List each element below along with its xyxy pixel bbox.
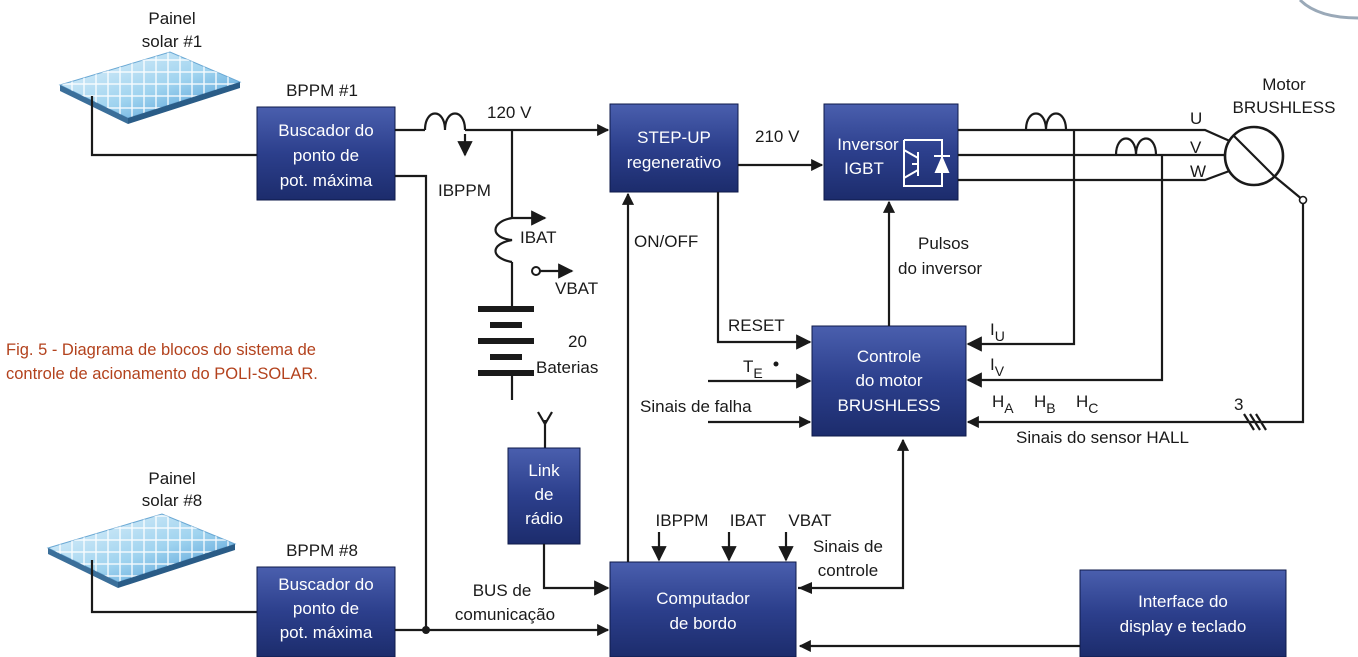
ibat-label: IBAT — [520, 228, 557, 247]
bppm-8-title: BPPM #8 — [286, 541, 358, 560]
bppm-8-line2: ponto de — [293, 599, 359, 618]
panel-8-label-line2: solar #8 — [142, 491, 202, 510]
voltage-120v: 120 V — [487, 103, 532, 122]
comp-vbat-label: VBAT — [788, 511, 831, 530]
bppm-1-title: BPPM #1 — [286, 81, 358, 100]
controle-line2: do motor — [855, 371, 922, 390]
igbt-icon — [903, 139, 950, 187]
motor-label-line2: BRUSHLESS — [1233, 98, 1336, 117]
iv-feedback-wire — [966, 155, 1164, 388]
bppm-1-bus-wire — [395, 174, 428, 630]
pulsos-line2: do inversor — [898, 259, 982, 278]
vbat-terminal — [531, 266, 541, 276]
iv-sensor-coil — [1114, 137, 1158, 156]
radio-line3: rádio — [525, 509, 563, 528]
hall-terminal — [1298, 195, 1308, 205]
controle-line3: BRUSHLESS — [838, 396, 941, 415]
phase-u-wire — [958, 128, 1233, 144]
voltage-210v: 210 V — [755, 127, 800, 146]
reset-wire — [716, 192, 812, 350]
phase-w-label: W — [1190, 162, 1206, 181]
hb-label: HB — [1034, 392, 1056, 416]
bus-label-line1: BUS de — [473, 581, 532, 600]
panel-8-label-line1: Painel — [148, 469, 195, 488]
step-up-block — [609, 103, 739, 193]
inversor-block — [823, 103, 959, 201]
bppm-8-block — [256, 566, 396, 657]
vbat-label: VBAT — [555, 279, 598, 298]
motor-label-line1: Motor — [1262, 75, 1306, 94]
onoff-label: ON/OFF — [634, 232, 698, 251]
te-label: TE — [743, 357, 763, 381]
motor-shaft — [1233, 135, 1304, 201]
pulsos-line1: Pulsos — [918, 234, 969, 253]
radio-line1: Link — [528, 461, 560, 480]
controle-motor-block — [811, 325, 967, 437]
battery-count: 20 — [568, 332, 587, 351]
panel-1-label-line1: Painel — [148, 9, 195, 28]
interface-line2: display e teclado — [1120, 617, 1247, 636]
phase-v-label: V — [1190, 138, 1202, 157]
link-radio-block — [507, 447, 581, 545]
iu-sensor-coil — [1024, 112, 1068, 131]
reset-label: RESET — [728, 316, 785, 335]
bppm-1-block — [256, 106, 396, 201]
phase-u-label: U — [1190, 109, 1202, 128]
interface-line1: Interface do — [1138, 592, 1228, 611]
corner-arc — [1298, 0, 1358, 20]
battery-label: Baterias — [536, 358, 598, 377]
battery-symbol — [478, 306, 534, 400]
solar-panel-1 — [58, 51, 242, 124]
radio-to-computer-wire — [542, 544, 610, 596]
sinais-controle-line1: Sinais de — [813, 537, 883, 556]
iv-label: IV — [990, 355, 1005, 379]
ibat-sensor-coil — [494, 216, 513, 264]
panel-1-label-line2: solar #1 — [142, 32, 202, 51]
sinais-controle-wire — [798, 438, 910, 590]
caption-line1: Fig. 5 - Diagrama de blocos do sistema d… — [6, 341, 316, 359]
hall-sensor-wire — [966, 204, 1305, 429]
computador-block — [609, 561, 797, 657]
hall-count: 3 — [1234, 395, 1243, 414]
bus-label-line2: comunicação — [455, 605, 555, 624]
bppm-8-line3: pot. máxima — [280, 623, 373, 642]
inversor-line1: Inversor — [837, 135, 899, 154]
bppm-1-line1: Buscador do — [278, 121, 373, 140]
panel-8-wire — [90, 560, 258, 614]
comp-ibppm-label: IBPPM — [656, 511, 709, 530]
radio-line2: de — [535, 485, 554, 504]
ibppm-label: IBPPM — [438, 181, 491, 200]
comp-ibat-label: IBAT — [730, 511, 767, 530]
bppm-1-line3: pot. máxima — [280, 171, 373, 190]
hall-label: Sinais do sensor HALL — [1016, 428, 1189, 447]
panel-1-wire — [90, 96, 258, 157]
ibppm-sensor-coil — [423, 112, 467, 131]
iu-feedback-wire — [966, 130, 1076, 352]
antenna-icon — [537, 411, 553, 427]
step-up-line1: STEP-UP — [637, 128, 711, 147]
phase-w-wire — [958, 168, 1233, 182]
computador-line1: Computador — [656, 589, 750, 608]
hall-bus-slashes — [1243, 413, 1267, 431]
controle-line1: Controle — [857, 347, 921, 366]
bppm-8-line1: Buscador do — [278, 575, 373, 594]
sinais-falha-label: Sinais de falha — [640, 397, 752, 416]
iu-label: IU — [990, 320, 1005, 344]
caption-line2: controle de acionamento do POLI-SOLAR. — [6, 365, 318, 383]
step-up-line2: regenerativo — [627, 153, 722, 172]
bus-junction — [422, 626, 430, 634]
computador-line2: de bordo — [669, 614, 736, 633]
te-dot — [773, 361, 779, 367]
sinais-controle-return-arrow — [798, 582, 812, 594]
solar-panel-8 — [46, 513, 237, 588]
bppm-1-line2: ponto de — [293, 146, 359, 165]
sinais-controle-line2: controle — [818, 561, 878, 580]
ha-label: HA — [992, 392, 1014, 416]
interface-block — [1079, 569, 1287, 657]
hc-label: HC — [1076, 392, 1098, 416]
inversor-line2: IGBT — [844, 159, 884, 178]
